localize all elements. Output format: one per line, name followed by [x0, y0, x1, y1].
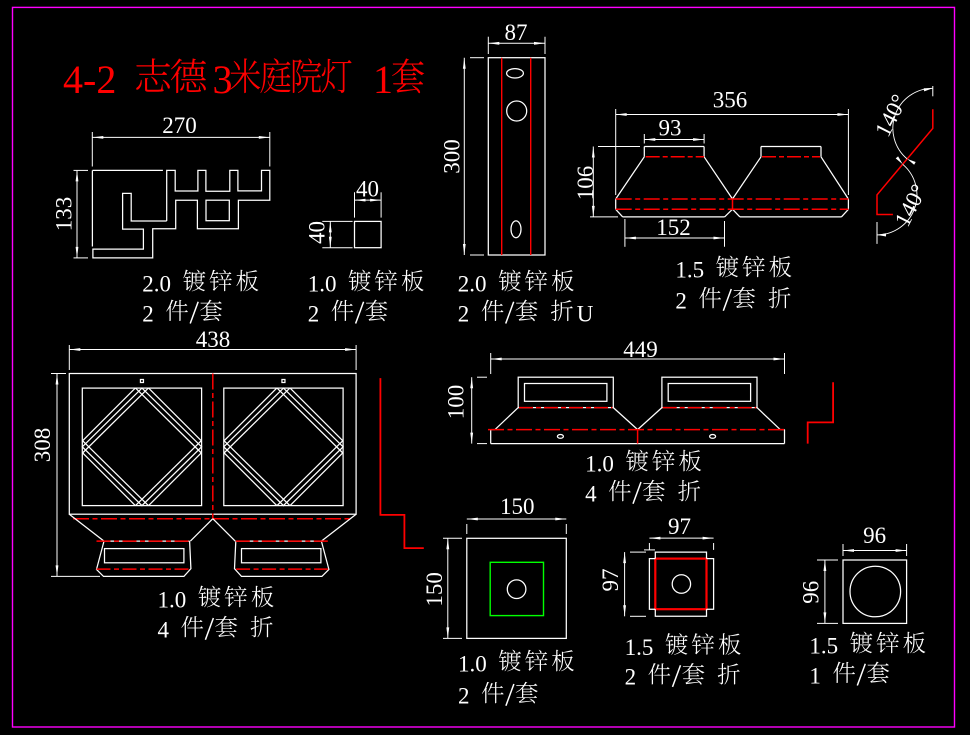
- svg-text:100: 100: [444, 385, 469, 420]
- svg-text:87: 87: [505, 20, 528, 45]
- svg-text:3: 3: [213, 57, 233, 102]
- svg-text:150: 150: [422, 572, 447, 607]
- svg-text:2: 2: [142, 301, 154, 326]
- svg-text:4: 4: [585, 482, 597, 507]
- svg-text:2: 2: [625, 665, 637, 690]
- svg-text:2: 2: [675, 289, 687, 314]
- svg-text:40: 40: [305, 221, 330, 244]
- svg-text:438: 438: [196, 327, 231, 352]
- svg-text:2.0: 2.0: [142, 272, 171, 297]
- svg-text:1.5: 1.5: [809, 634, 838, 659]
- svg-text:2: 2: [458, 684, 470, 709]
- svg-text:1.0: 1.0: [458, 652, 487, 677]
- svg-text:106: 106: [573, 166, 598, 201]
- svg-text:2: 2: [458, 301, 470, 326]
- svg-text:1.0: 1.0: [585, 452, 614, 477]
- svg-text:96: 96: [863, 523, 886, 548]
- svg-text:356: 356: [713, 88, 748, 113]
- svg-text:300: 300: [440, 139, 465, 174]
- svg-text:152: 152: [656, 215, 691, 240]
- svg-text:2.0: 2.0: [458, 272, 487, 297]
- svg-text:449: 449: [623, 337, 658, 362]
- svg-text:308: 308: [30, 428, 55, 463]
- svg-text:1.0: 1.0: [158, 588, 187, 613]
- svg-text:1.0: 1.0: [308, 272, 337, 297]
- svg-text:93: 93: [659, 115, 682, 140]
- svg-text:133: 133: [52, 197, 77, 232]
- svg-text:270: 270: [162, 113, 197, 138]
- svg-text:1: 1: [809, 663, 821, 688]
- svg-text:2: 2: [308, 301, 320, 326]
- svg-text:4: 4: [158, 618, 170, 643]
- svg-text:1: 1: [373, 57, 393, 102]
- svg-text:150: 150: [500, 494, 535, 519]
- svg-text:97: 97: [668, 514, 691, 539]
- svg-text:1.5: 1.5: [625, 635, 654, 660]
- svg-text:40: 40: [356, 176, 379, 201]
- svg-text:U: U: [577, 301, 594, 326]
- svg-text:97: 97: [598, 569, 623, 592]
- svg-text:96: 96: [798, 581, 823, 604]
- svg-text:4-2: 4-2: [63, 57, 116, 102]
- svg-text:1.5: 1.5: [675, 258, 704, 283]
